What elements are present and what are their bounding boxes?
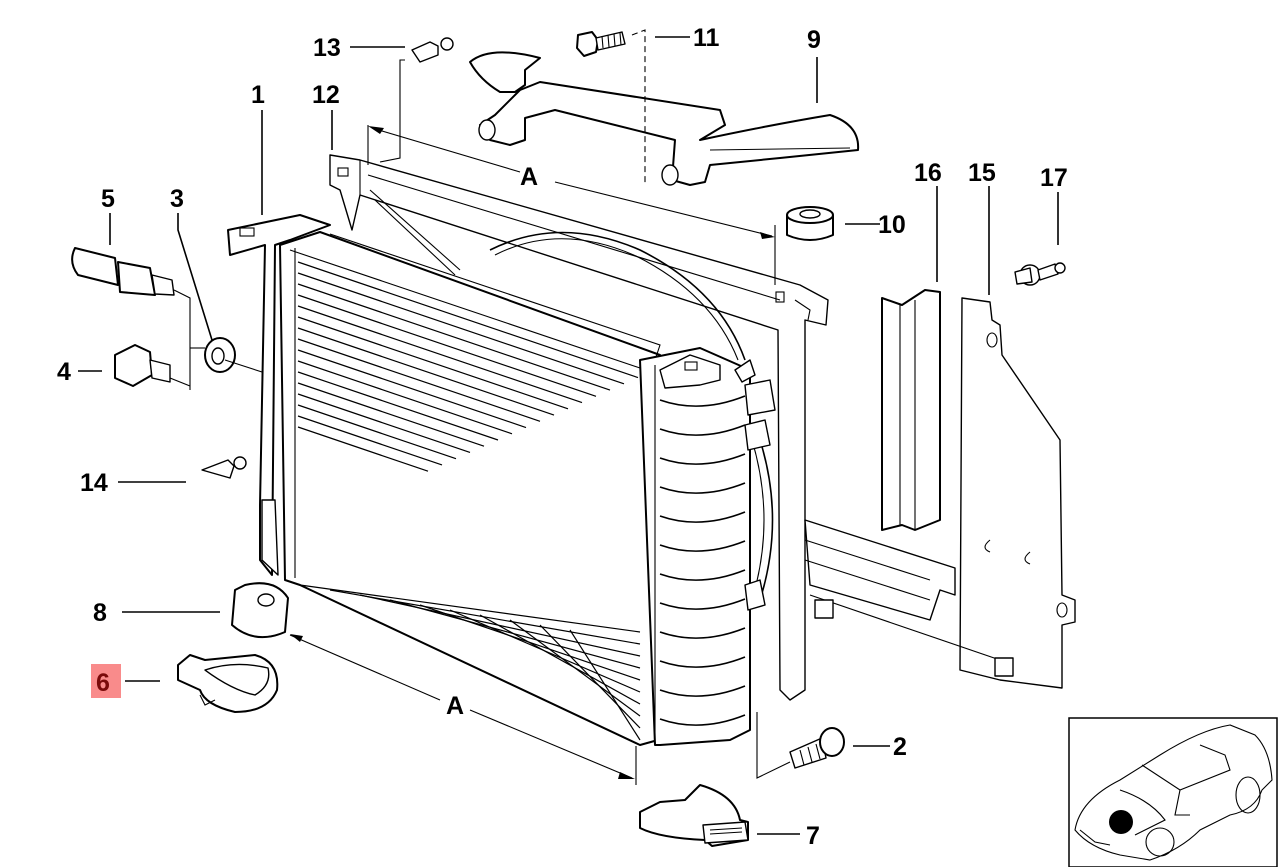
callout-13[interactable]: 13 [313, 34, 341, 62]
radiator-fin [297, 294, 597, 397]
tank-rib [659, 627, 746, 639]
dimension-a-top: A [367, 125, 776, 285]
rubber-mount[interactable] [231, 582, 289, 639]
radiator-fin [297, 393, 471, 454]
callout-10[interactable]: 10 [878, 211, 906, 239]
rubber-bushing[interactable] [786, 206, 834, 241]
radiator-fin [509, 619, 641, 717]
radiator-fin [329, 589, 641, 645]
vehicle-locator [1068, 717, 1278, 867]
radiator-fin [297, 338, 541, 422]
callout-11[interactable]: 11 [693, 24, 720, 52]
callout-17[interactable]: 17 [1040, 164, 1068, 192]
tank-rib [659, 453, 746, 465]
callout-8[interactable]: 8 [93, 599, 107, 627]
radiator-fin [297, 272, 625, 385]
dimension-a-bottom: A [289, 634, 637, 785]
radiator-fin [569, 629, 641, 741]
radiator-fin [297, 415, 443, 466]
radiator-fin [297, 426, 429, 472]
radiator-fin [479, 614, 641, 705]
drain-plug[interactable] [114, 344, 191, 387]
callout-12[interactable]: 12 [312, 81, 340, 109]
tank-rib [659, 685, 746, 697]
air-duct-panel[interactable] [804, 297, 1076, 689]
radiator-fin [297, 371, 499, 441]
car-outline-icon [1074, 724, 1273, 861]
locator-frame [1068, 717, 1278, 867]
tank-rib [659, 656, 746, 668]
radiator-fin [297, 327, 555, 416]
callout-3[interactable]: 3 [170, 185, 184, 213]
callout-5[interactable]: 5 [101, 185, 115, 213]
expanding-rivet-side[interactable] [201, 456, 247, 479]
callout-7[interactable]: 7 [806, 822, 820, 850]
tank-rib [659, 482, 746, 494]
seal-ring[interactable] [190, 337, 263, 373]
tank-rib [659, 569, 746, 581]
tank-rib [659, 714, 746, 726]
tank-rib [659, 424, 746, 436]
lower-bracket-left[interactable] [177, 654, 279, 713]
radiator-fin [297, 404, 457, 460]
bolt[interactable] [756, 712, 845, 779]
radiator-fin [297, 316, 569, 410]
expanding-rivet-panel[interactable] [1014, 262, 1066, 286]
hex-screw[interactable] [576, 29, 646, 185]
callout-14[interactable]: 14 [80, 469, 108, 497]
radiator-fin [297, 360, 513, 435]
callout-1[interactable]: 1 [251, 81, 265, 109]
radiator[interactable] [227, 214, 776, 746]
fan-shroud[interactable] [329, 154, 829, 701]
upper-holder[interactable] [469, 51, 860, 186]
callout-2[interactable]: 2 [893, 733, 907, 761]
radiator-fin [539, 624, 641, 729]
radiator-fin [299, 584, 641, 633]
callouts: 13 11 9 1 12 5 3 4 14 8 6 10 16 15 17 2 … [57, 24, 1068, 850]
temperature-switch[interactable] [71, 247, 191, 390]
callout-4[interactable]: 4 [57, 358, 71, 386]
callout-16[interactable]: 16 [914, 159, 942, 187]
expanding-rivet[interactable] [379, 37, 454, 163]
radiator-fin [297, 283, 611, 391]
dimension-label-bottom: A [446, 692, 464, 720]
seal-strip[interactable] [881, 289, 941, 531]
radiator-fin [297, 305, 583, 404]
callout-6[interactable]: 6 [96, 669, 110, 697]
tank-rib [659, 395, 746, 407]
tank-rib [659, 511, 746, 523]
tank-rib [659, 598, 746, 610]
radiator-fin [297, 382, 485, 447]
leader-lines [78, 36, 1059, 835]
highlight-box [91, 664, 121, 698]
lower-bracket-right[interactable] [639, 784, 749, 847]
location-marker-icon [1109, 810, 1133, 834]
dimension-label-top: A [520, 163, 538, 191]
callout-15[interactable]: 15 [968, 159, 996, 187]
radiator-fin [297, 261, 639, 379]
radiator-fin [297, 349, 527, 429]
tank-rib [659, 540, 746, 552]
callout-9[interactable]: 9 [807, 26, 821, 54]
